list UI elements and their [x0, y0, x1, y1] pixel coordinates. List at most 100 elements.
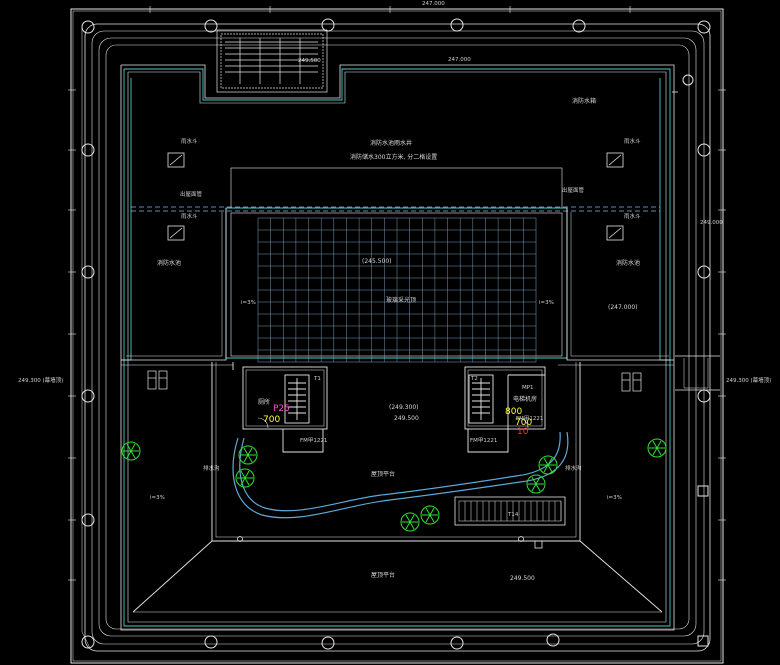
slope-2: i=3% — [539, 300, 554, 306]
mp1-label: MP1 — [522, 385, 534, 391]
column-squares — [697, 485, 709, 647]
tree-icon — [647, 438, 667, 458]
tree-branch — [409, 521, 415, 530]
edge-ticks — [68, 6, 726, 581]
slope-3: i=3% — [150, 495, 165, 501]
tree-branch — [244, 470, 250, 479]
tree-branch — [247, 454, 253, 463]
column-markers — [81, 18, 711, 650]
glass-roof-frame — [225, 207, 568, 359]
tree-branch — [652, 440, 658, 449]
side-a: 排水沟 — [203, 464, 220, 472]
mark-10: 10 — [517, 427, 529, 437]
pipe-b: 出屋面管 — [562, 186, 585, 194]
tree-branch — [547, 457, 553, 466]
top-elev-mid: 247.000 — [448, 57, 471, 63]
tree-icon — [538, 455, 558, 475]
stair-t2: T2 — [470, 376, 478, 382]
top-right-label: 消防水箱 — [572, 97, 596, 105]
tree-branch — [243, 447, 249, 456]
stair-t1: T1 — [313, 376, 321, 382]
upper-note-2: 消防储水300立方米, 分二格设置 — [350, 153, 437, 161]
tree-branch — [409, 514, 415, 523]
top-elev-box: 249.500 — [298, 58, 321, 64]
mark-800: 800 — [505, 407, 522, 417]
tree-branch — [535, 476, 541, 485]
tree-branch — [531, 476, 537, 485]
fm-right: FM甲1221 — [470, 437, 497, 444]
left-elev: 249.300 (幕墙顶) — [18, 376, 63, 384]
trees — [121, 438, 667, 532]
side-blocks — [121, 208, 720, 391]
top-mech-box — [216, 29, 328, 93]
tree-branch — [543, 464, 549, 473]
mark-700-left: 700 — [263, 415, 280, 425]
tree-branch — [656, 440, 662, 449]
tree-branch — [243, 454, 249, 463]
tree-branch — [405, 514, 411, 523]
roof-elev-paren: (249.300) — [389, 404, 419, 411]
bottom-elev: 249.500 — [510, 575, 535, 582]
elevator-room-label: 电梯机房 — [513, 395, 537, 403]
vent-pads — [147, 370, 642, 392]
right-mid-label: 消防水池 — [616, 259, 640, 267]
tree-branch — [240, 470, 246, 479]
tree-branch — [429, 514, 435, 523]
tree-icon — [420, 505, 440, 525]
dashed-centre — [230, 167, 563, 209]
right-elev: 249.300 (幕墙顶) — [726, 376, 771, 384]
tree-branch — [652, 447, 658, 456]
center-glass-label: 玻璃采光顶 — [386, 296, 416, 304]
upper-note-1: 消防水池雨水井 — [370, 139, 412, 147]
tree-branch — [543, 457, 549, 466]
mark-700-right: 700 — [515, 418, 532, 428]
tree-icon — [238, 445, 258, 465]
labels: 247.000 247.000 249.500 消防水池雨水井 消防储水300立… — [18, 1, 771, 582]
tree-branch — [425, 507, 431, 516]
lower-platform — [132, 362, 663, 613]
teal-lines — [121, 68, 671, 627]
tree-branch — [535, 483, 541, 492]
tree-icon — [526, 474, 546, 494]
right-edge-elev: 249.000 — [700, 220, 723, 226]
mark-p25: P25 — [273, 404, 290, 414]
tree-branch — [656, 447, 662, 456]
tree-branch — [547, 464, 553, 473]
rooms — [242, 366, 546, 453]
drain-a: 雨水斗 — [181, 137, 198, 145]
stair-t14-steps — [464, 501, 562, 521]
drain-d: 雨水斗 — [624, 212, 641, 220]
roof-platform-bottom: 屋顶平台 — [371, 571, 395, 579]
drain-boxes — [167, 152, 624, 241]
tree-branch — [130, 450, 136, 459]
tree-branch — [126, 443, 132, 452]
tree-icon — [121, 441, 141, 461]
tree-branch — [531, 483, 537, 492]
roof-platform-mid: 屋顶平台 — [371, 470, 395, 478]
left-mid-label: 消防水池 — [157, 259, 181, 267]
top-elev-center: 247.000 — [422, 1, 445, 7]
tree-icon — [400, 512, 420, 532]
stair-t14: T14 — [507, 512, 519, 518]
outer-frame — [70, 8, 724, 664]
fm-room: FM甲1221 — [516, 415, 543, 422]
dashed-blue-line — [131, 206, 660, 212]
side-b: 排水沟 — [565, 464, 582, 472]
tree-branch — [405, 521, 411, 530]
drain-b: 雨水斗 — [181, 212, 198, 220]
glass-grid-lines — [258, 218, 536, 362]
fm-left: FM甲1221 — [300, 437, 327, 444]
roof-elev: 249.500 — [394, 415, 419, 422]
stair-t14 — [454, 496, 566, 526]
tree-branch — [126, 450, 132, 459]
toilet-label: 厕所 — [258, 398, 270, 406]
right-mid-elev: (247.000) — [608, 304, 638, 311]
tree-branch — [240, 477, 246, 486]
tree-branch — [429, 507, 435, 516]
center-glass-elev: (245.500) — [362, 258, 392, 265]
slope-4: i=3% — [607, 495, 622, 501]
pipe-a: 出屋面管 — [180, 190, 203, 198]
tree-branch — [130, 443, 136, 452]
